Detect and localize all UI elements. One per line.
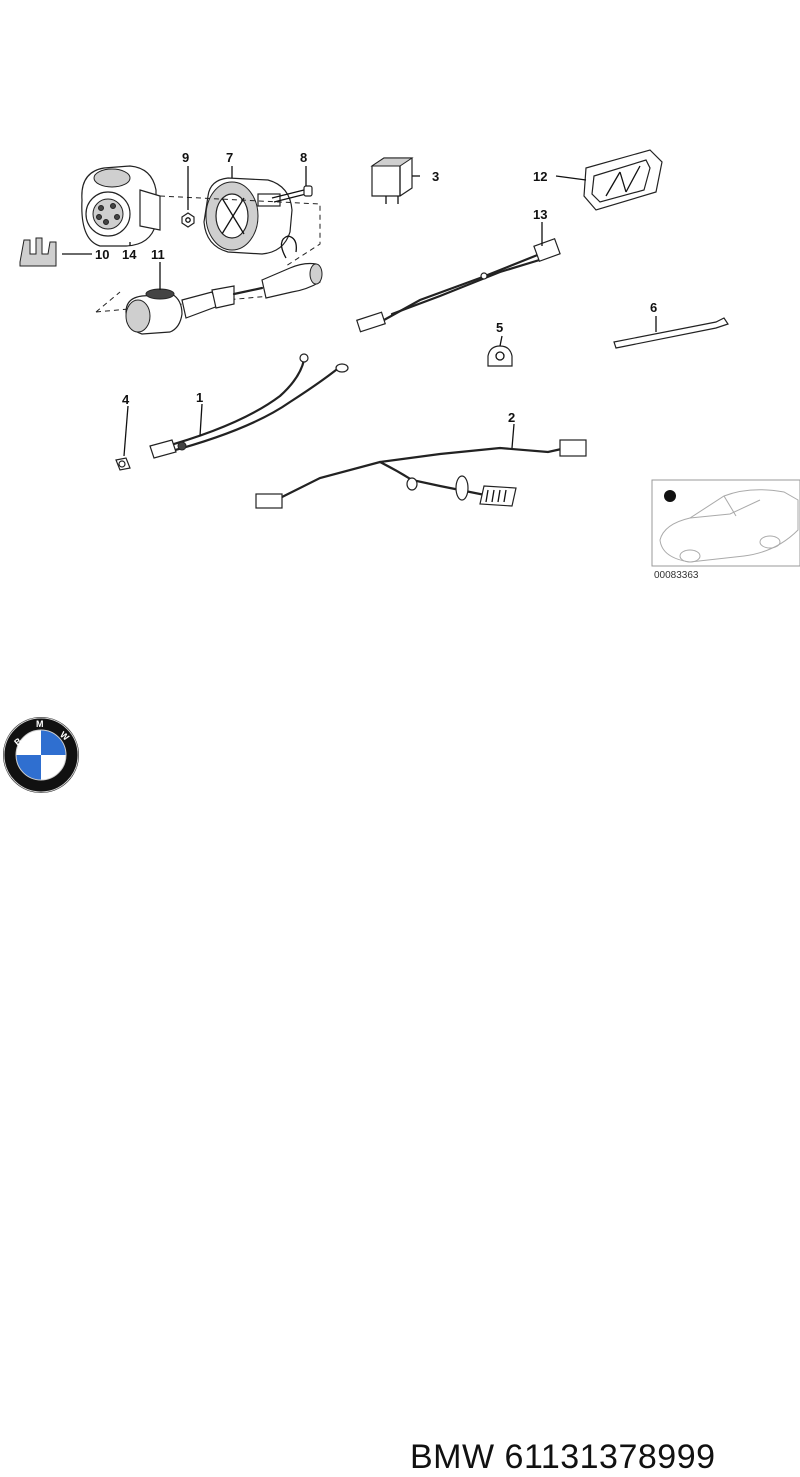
callout-13: 13: [533, 207, 547, 222]
callouts: 9 7 8 3 12 13 10 14 11 6 5 4 1 2: [62, 150, 657, 457]
part-5-clamp: [487, 345, 513, 367]
callout-9: 9: [182, 150, 189, 165]
bmw-logo: B M W: [3, 717, 79, 793]
callout-10: 10: [95, 247, 109, 262]
assembly-outline: [95, 195, 321, 313]
part-4-bulb: [115, 457, 131, 471]
callout-6: 6: [650, 300, 657, 315]
callout-14: 14: [122, 247, 137, 262]
part-14-trailer-socket: [81, 165, 161, 247]
callout-11: 11: [151, 247, 165, 262]
callout-3: 3: [432, 169, 439, 184]
part-2-harness: [255, 439, 587, 509]
part-6-cable-tie: [613, 317, 729, 349]
part-9-nut: [181, 212, 195, 228]
part-12-cover: [583, 149, 663, 211]
parts-diagram: 9 7 8 3 12 13 10 14 11 6 5 4 1 2: [19, 149, 800, 581]
part-3-relay: [370, 157, 414, 204]
callout-12: 12: [533, 169, 547, 184]
part-caption: BMW 61131378999: [410, 1438, 716, 1476]
footer: B M W BMW 61131378999: [0, 700, 800, 1476]
part-8-screw: [271, 185, 313, 203]
part-11-adapter-cable: [125, 235, 323, 335]
callout-4: 4: [122, 392, 130, 407]
part-10-clip: [19, 237, 57, 267]
callout-1: 1: [196, 390, 203, 405]
vehicle-location-inset: 00083363: [651, 479, 800, 581]
part-1-wire: [149, 353, 349, 459]
svg-text:B: B: [12, 736, 24, 748]
part-13-harness: [356, 237, 561, 333]
callout-8: 8: [300, 150, 307, 165]
callout-5: 5: [496, 320, 503, 335]
reference-code: 00083363: [654, 570, 699, 581]
svg-text:M: M: [36, 719, 44, 729]
part-7-socket-housing: [203, 177, 293, 255]
callout-2: 2: [508, 410, 515, 425]
callout-7: 7: [226, 150, 233, 165]
